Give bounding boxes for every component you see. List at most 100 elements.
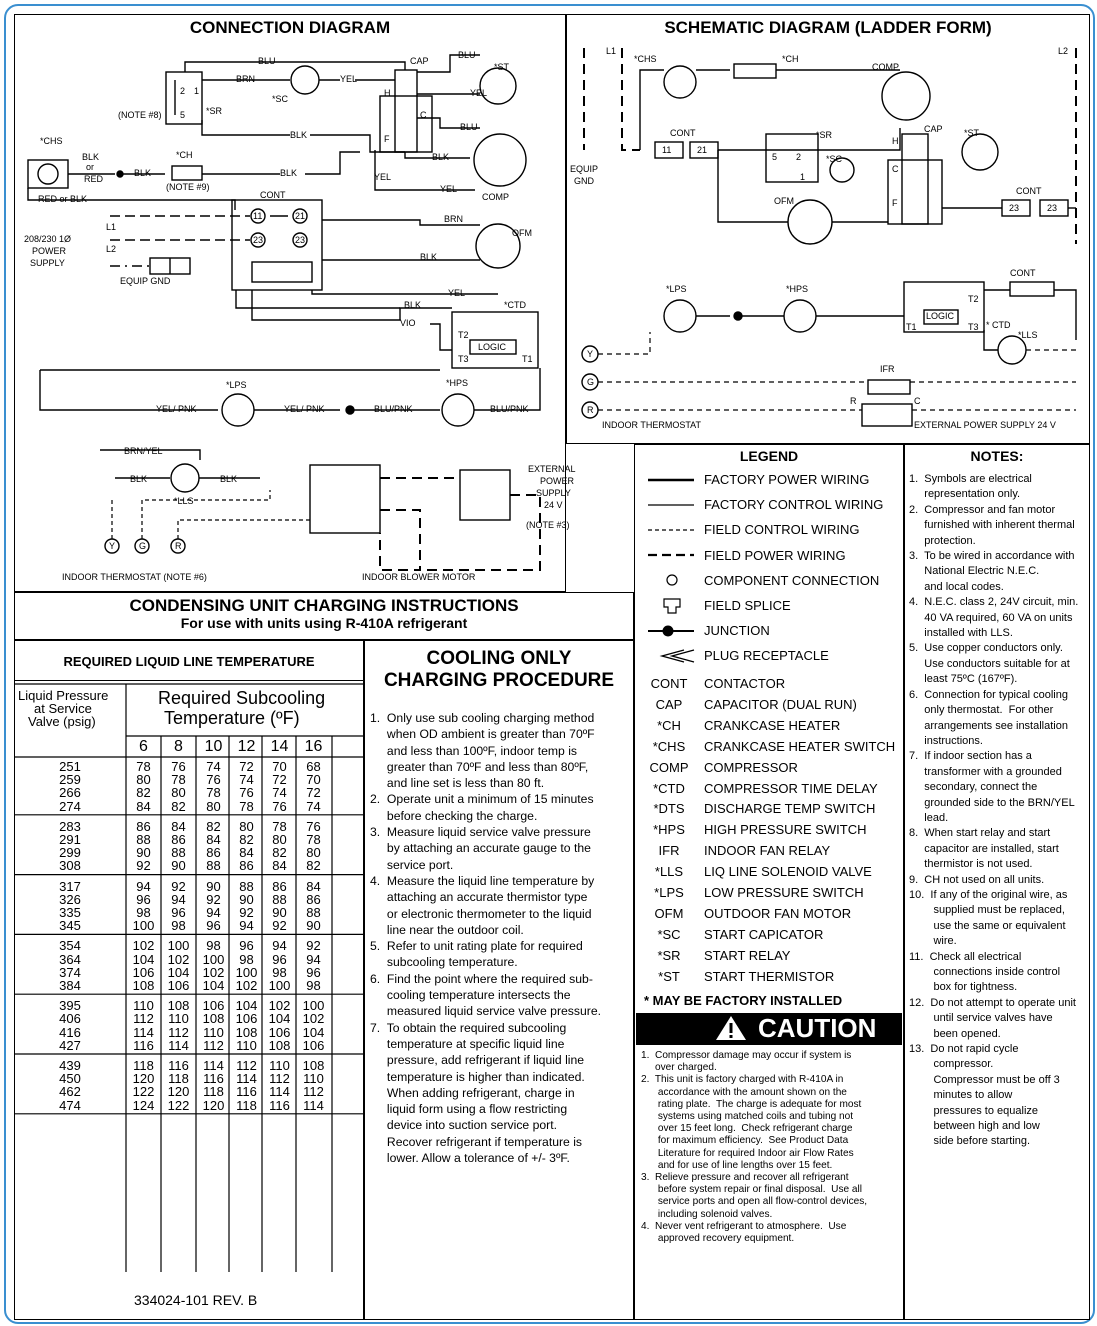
sch-label-t3: T3 — [968, 322, 979, 332]
sch-label-hps: *HPS — [786, 284, 809, 294]
conn-label-sr2: 2 — [180, 86, 186, 96]
col-head-1: Liquid Pressure — [18, 688, 109, 703]
temp-cell: 72 — [272, 772, 287, 788]
procedure-step-line: cooling temperature intersects the — [370, 988, 571, 1003]
temp-cell: 80 — [171, 785, 186, 801]
legend-title: LEGEND — [739, 448, 799, 464]
conn-label-st: *ST — [494, 62, 510, 72]
note-line: 8. When start relay and start — [909, 827, 1051, 840]
temp-cell: 98 — [136, 905, 151, 920]
conn-label-sc: *SC — [272, 94, 289, 104]
sch-label-sr1: 1 — [800, 172, 806, 182]
conn-label-ext3: SUPPLY — [536, 488, 571, 498]
legend-abbrev: CONT — [650, 676, 688, 691]
legend-abbrev-desc: CONTACTOR — [704, 676, 786, 691]
conn-label-chs: *CHS — [40, 136, 63, 146]
sch-label-c2: C — [914, 396, 921, 406]
sch-label-cont2: CONT — [1016, 186, 1042, 196]
note-line: minutes to allow — [909, 1089, 1013, 1102]
note-line: 4. N.E.C. class 2, 24V circuit, min. — [909, 596, 1079, 609]
temp-cell: 68 — [306, 759, 321, 774]
conn-label-ofm: OFM — [512, 228, 532, 238]
procedure-step-line: when OD ambient is greater than 70ºF — [370, 727, 595, 742]
temp-cell: 114 — [236, 1071, 257, 1087]
temp-cell: 100 — [268, 978, 291, 993]
conn-label-blk1: BLK — [290, 130, 308, 140]
note-line: until service valves have — [909, 1012, 1053, 1025]
temp-cell: 110 — [168, 1011, 189, 1027]
note-line: arrangements see installation — [909, 719, 1068, 732]
temp-cell: 114 — [168, 1037, 189, 1053]
temp-cell: 78 — [206, 785, 221, 801]
temp-cell: 82 — [239, 832, 254, 847]
legend-abbrev-desc: COMPRESSOR TIME DELAY — [704, 780, 878, 796]
temp-cell: 106 — [132, 964, 155, 980]
temp-cell: 88 — [306, 905, 321, 920]
temp-cell: 114 — [303, 1097, 324, 1113]
pressure-cell: 259 — [59, 772, 81, 788]
temp-cell: 120 — [167, 1084, 190, 1100]
temp-cell: 116 — [133, 1037, 154, 1053]
subcool-header-cell: 16 — [304, 738, 323, 755]
temp-cell: 110 — [303, 1071, 324, 1087]
legend-factory-installed: * MAY BE FACTORY INSTALLED — [644, 993, 843, 1008]
conn-label-ctd: *CTD — [504, 300, 526, 310]
legend-abbrev-desc: LIQ LINE SOLENOID VALVE — [704, 864, 872, 880]
note-line: secondary, connect the — [909, 781, 1038, 794]
doc-id: 334024-101 REV. B — [134, 1292, 258, 1308]
temp-cell: 108 — [235, 1024, 258, 1040]
temp-cell: 86 — [171, 832, 186, 847]
temp-cell: 80 — [239, 818, 254, 834]
sch-label-y: Y — [587, 349, 594, 359]
sch-label-f: F — [892, 198, 898, 208]
caution-line: 1. Compressor damage may occur if system… — [641, 1050, 852, 1061]
pressure-cell: 450 — [59, 1071, 81, 1087]
caution-line: 3. Relieve pressure and recover all refr… — [641, 1172, 849, 1184]
conn-label-f: F — [384, 134, 390, 144]
procedure-steps: 1. Only use sub cooling charging method … — [370, 710, 624, 1166]
sch-label-lls: *LLS — [1018, 330, 1038, 340]
conn-label-ext2: POWER — [540, 476, 575, 486]
note-line: 7. If indoor section has a — [909, 750, 1032, 763]
caution-line: systems using matched coils and tubing n… — [641, 1111, 854, 1123]
temp-cell: 94 — [206, 905, 221, 920]
temp-cell: 114 — [269, 1084, 290, 1100]
caution-line: accordance with the amount shown on the — [641, 1086, 847, 1098]
temp-cell: 108 — [167, 998, 190, 1014]
temp-cell: 76 — [306, 818, 321, 834]
temp-cell: 86 — [136, 818, 151, 834]
procedure-step-line: Recover refrigerant if temperature is — [370, 1134, 583, 1149]
temp-cell: 94 — [239, 918, 254, 934]
temp-cell: 80 — [206, 798, 221, 814]
pressure-cell: 283 — [59, 818, 81, 834]
charging-title: CONDENSING UNIT CHARGING INSTRUCTIONS — [129, 596, 519, 615]
temp-cell: 92 — [239, 905, 254, 920]
sch-label-equip1: EQUIP — [570, 164, 599, 174]
sch-label-equip2: GND — [574, 176, 594, 186]
temp-cell: 102 — [268, 998, 291, 1014]
pressure-cell: 266 — [59, 785, 81, 801]
pressure-cell: 427 — [59, 1037, 81, 1053]
temp-cell: 92 — [206, 891, 221, 907]
temp-cell: 92 — [171, 878, 186, 894]
temp-cell: 74 — [306, 798, 321, 814]
temp-cell: 116 — [168, 1058, 189, 1073]
legend-abbrev: *LPS — [654, 885, 684, 900]
subcool-header-cell: 6 — [139, 738, 148, 755]
temp-cell: 104 — [202, 978, 225, 993]
temp-cell: 98 — [206, 938, 221, 954]
temp-cell: 102 — [302, 1011, 325, 1027]
temp-cell: 96 — [136, 891, 151, 907]
conn-label-supply3: SUPPLY — [30, 258, 65, 268]
temp-cell: 90 — [239, 891, 254, 907]
subcool-header-cell: 10 — [204, 738, 223, 755]
temp-cell: 78 — [239, 798, 254, 814]
sch-label-rr: R — [587, 405, 594, 415]
caution-line: 2. This unit is factory charged with R-4… — [641, 1074, 844, 1086]
sch-label-r: R — [850, 396, 857, 406]
procedure-step-line: 2. Operate unit a minimum of 15 minutes — [370, 792, 594, 807]
temp-cell: 76 — [239, 785, 254, 801]
legend-panel — [634, 444, 904, 1320]
col-head-2: at Service — [34, 701, 92, 716]
procedure-step-line: subcooling temperature. — [370, 955, 518, 970]
